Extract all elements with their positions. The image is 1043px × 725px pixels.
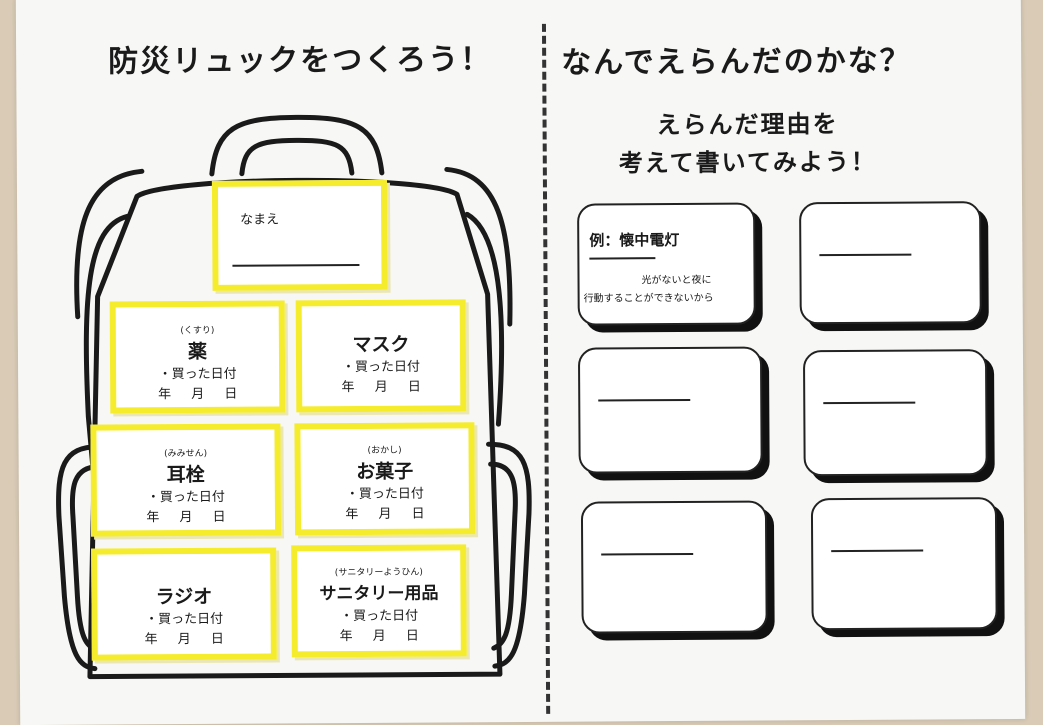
item-name: マスク (352, 333, 410, 357)
reason-box-4[interactable] (802, 349, 988, 477)
item-date-label: ・買った日付 (340, 608, 419, 625)
reason-box-6[interactable] (810, 497, 998, 631)
reason-box-example: 例：懐中電灯 光がないと夜に 行動することができないから (577, 202, 756, 326)
right-title: なんでえらんだのかな？ (561, 43, 912, 81)
item-date-label: ・買った日付 (341, 359, 421, 376)
item-card-earplugs[interactable]: (みみせん) 耳栓 ・買った日付 年 月 日 (90, 423, 282, 537)
item-card-mask[interactable]: マスク ・買った日付 年 月 日 (295, 299, 467, 413)
item-name: ラジオ (155, 585, 213, 609)
reason-blank-line (831, 549, 924, 553)
subtitle-line-1: えらんだ理由を (656, 110, 839, 140)
reason-box-2[interactable] (799, 201, 982, 325)
item-card-sanitary[interactable]: (サニタリーようひん) サニタリー用品 ・買った日付 年 月 日 (291, 544, 467, 658)
item-ruby: (みみせん) (164, 448, 208, 460)
item-ruby (302, 321, 460, 322)
item-date-fields: 年 月 日 (345, 506, 425, 523)
example-title: 例：懐中電灯 (589, 231, 680, 250)
item-date-fields: 年 月 日 (339, 628, 419, 645)
reason-blank-line (598, 398, 691, 402)
item-ruby: (おかし) (367, 445, 402, 456)
item-date-label: ・買った日付 (146, 489, 225, 506)
item-name: サニタリー用品 (319, 583, 439, 605)
item-card-medicine[interactable]: (くすり) 薬 ・買った日付 年 月 日 (109, 300, 286, 414)
reason-blank-line (601, 552, 694, 556)
reason-box-3[interactable] (577, 346, 763, 474)
item-ruby (97, 570, 270, 571)
reason-box-5[interactable] (580, 500, 768, 634)
item-date-fields: 年 月 日 (341, 379, 421, 396)
reason-blank-line (819, 253, 912, 257)
item-date-label: ・買った日付 (345, 486, 424, 503)
example-underline (589, 257, 656, 260)
item-name: 耳栓 (166, 463, 205, 487)
item-date-fields: 年 月 日 (144, 631, 224, 648)
item-ruby: (サニタリーようひん) (334, 567, 423, 579)
item-date-label: ・買った日付 (145, 611, 224, 628)
subtitle-line-2: 考えて書いてみよう！ (618, 147, 877, 178)
item-ruby: (くすり) (180, 325, 215, 337)
reason-blank-line (823, 401, 916, 405)
example-reason-line-2: 行動することができないから (583, 292, 714, 305)
name-label: なまえ (240, 212, 280, 228)
name-write-line (232, 263, 360, 267)
name-card[interactable]: なまえ (211, 179, 388, 291)
item-card-snacks[interactable]: (おかし) お菓子 ・買った日付 年 月 日 (294, 422, 476, 536)
item-date-label: ・買った日付 (158, 366, 237, 383)
item-name: 薬 (187, 340, 208, 364)
worksheet: 防災リュックをつくろう！ なんでえらんだのかな？ えらんだ理由を 考えて書いてみ… (15, 0, 1026, 725)
item-card-radio[interactable]: ラジオ ・買った日付 年 月 日 (91, 547, 277, 661)
item-name: お菓子 (356, 460, 414, 484)
item-date-fields: 年 月 日 (146, 509, 226, 526)
item-date-fields: 年 月 日 (158, 386, 238, 403)
example-reason-line-1: 光がないと夜に (641, 274, 712, 287)
